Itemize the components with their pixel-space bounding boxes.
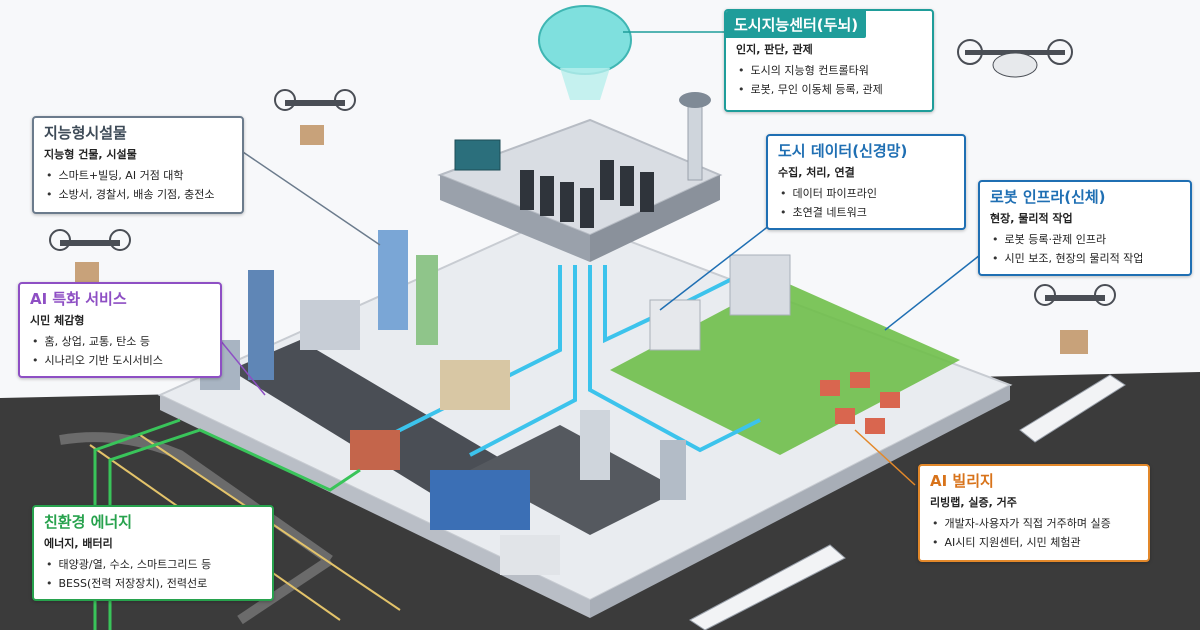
card-service-item: 홈, 상업, 교통, 탄소 등 [32,332,210,351]
card-robot-item: 시민 보조, 현장의 물리적 작업 [992,249,1180,268]
card-data-item: 데이터 파이프라인 [780,184,954,203]
card-brain-item: 도시의 지능형 컨트롤타워 [738,61,922,80]
card-service-sub: 시민 체감형 [30,314,85,327]
road-main [230,340,520,505]
card-village-list: 개발자-사용자가 직접 거주하며 실증 AI시티 지원센터, 시민 체험관 [920,514,1148,558]
road-lower [470,425,680,535]
village-building-2 [649,299,701,351]
card-energy-list: 태양광/열, 수소, 스마트그리드 등 BESS(전력 저장장치), 전력선로 [34,555,272,599]
card-facility-item: 소방서, 경찰서, 배송 기점, 충전소 [46,185,232,204]
card-brain-item: 로봇, 무인 이동체 등록, 관제 [738,80,922,99]
card-village-item: 개발자-사용자가 직접 거주하며 실증 [932,514,1138,533]
card-robot-list: 로봇 등록·관제 인프라 시민 보조, 현장의 물리적 작업 [980,230,1190,274]
air-taxi-icon [957,39,1073,78]
card-brain-list: 도시의 지능형 컨트롤타워 로봇, 무인 이동체 등록, 관제 [726,61,932,105]
village-houses [820,372,900,434]
card-brain-center: 도시지능센터(두뇌) 인지, 판단, 관제 도시의 지능형 컨트롤타워 로봇, … [724,9,934,112]
card-ai-service: AI 특화 서비스 시민 체감형 홈, 상업, 교통, 탄소 등 시나리오 기반… [18,282,222,378]
card-village-sub: 리빙랩, 실증, 거주 [930,496,1017,509]
control-tower-top [679,92,711,108]
brain-icon [538,5,632,75]
card-facility-item: 스마트+빌딩, AI 거점 대학 [46,166,232,185]
card-robot-item: 로봇 등록·관제 인프라 [992,230,1180,249]
card-village-item: AI시티 지원센터, 시민 체험관 [932,533,1138,552]
card-data-list: 데이터 파이프라인 초연결 네트워크 [768,184,964,228]
train-upper [1019,374,1126,443]
drone-icon [274,89,356,145]
city-base-side-left [160,395,590,618]
card-ai-village: AI 빌리지 리빙랩, 실증, 거주 개발자-사용자가 직접 거주하며 실증 A… [918,464,1150,562]
drone-icon-3 [1034,284,1116,354]
brain-beam [560,68,610,100]
train-lower [689,544,846,630]
card-energy-item: BESS(전력 저장장치), 전력선로 [46,574,262,593]
card-brain-sub: 인지, 판단, 관제 [736,43,813,56]
platform-side-right [590,175,720,262]
card-energy-title: 친환경 에너지 [44,513,133,531]
city-base-side-right [590,385,1010,618]
card-smart-facility: 지능형시설물 지능형 건물, 시설물 스마트+빌딩, AI 거점 대학 소방서,… [32,116,244,214]
village-building [729,254,791,316]
card-energy-sub: 에너지, 배터리 [44,537,113,550]
card-city-data: 도시 데이터(신경망) 수집, 처리, 연결 데이터 파이프라인 초연결 네트워… [766,134,966,230]
card-green-energy: 친환경 에너지 에너지, 배터리 태양광/열, 수소, 스마트그리드 등 BES… [32,505,274,601]
card-village-title: AI 빌리지 [930,472,994,490]
card-robot-title: 로봇 인프라(신체) [990,188,1106,206]
card-robot-sub: 현장, 물리적 작업 [990,212,1073,225]
drone-icon-2 [49,229,131,282]
card-brain-title: 도시지능센터(두뇌) [726,11,867,38]
server-racks [520,160,654,228]
ai-screen [454,139,501,171]
card-data-sub: 수집, 처리, 연결 [778,166,855,179]
card-service-title: AI 특화 서비스 [30,290,127,308]
card-facility-list: 스마트+빌딩, AI 거점 대학 소방서, 경찰서, 배송 기점, 충전소 [34,166,242,210]
card-facility-sub: 지능형 건물, 시설물 [44,148,137,161]
card-connectors [219,31,981,486]
platform-side-left [440,175,590,262]
buildings-left [200,230,510,470]
buildings-lower [430,410,686,575]
card-data-title: 도시 데이터(신경망) [778,142,908,160]
card-service-list: 홈, 상업, 교통, 탄소 등 시나리오 기반 도시서비스 [20,332,220,376]
card-robot-infra: 로봇 인프라(신체) 현장, 물리적 작업 로봇 등록·관제 인프라 시민 보조… [978,180,1192,276]
card-service-item: 시나리오 기반 도시서비스 [32,351,210,370]
control-tower [687,99,703,181]
card-data-item: 초연결 네트워크 [780,203,954,222]
card-energy-item: 태양광/열, 수소, 스마트그리드 등 [46,555,262,574]
card-facility-title: 지능형시설물 [44,124,127,142]
